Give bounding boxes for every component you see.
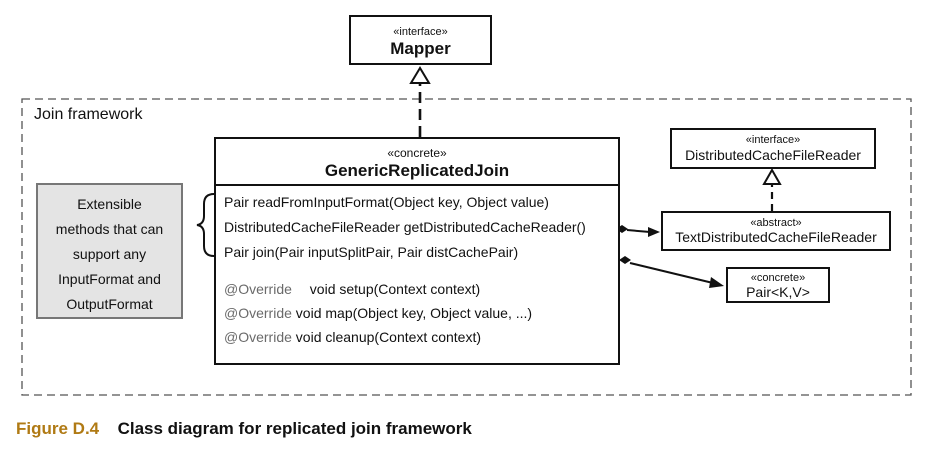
method-join: Pair join(Pair inputSplitPair, Pair dist… xyxy=(224,244,519,260)
override-signature: void cleanup(Context context) xyxy=(295,329,482,345)
override-signature: void map(Object key, Object value, ...) xyxy=(295,305,533,321)
curly-brace xyxy=(196,193,215,257)
generic-replicated-join-box: «concrete» GenericReplicatedJoin Pair re… xyxy=(214,137,620,365)
join-framework-frame xyxy=(21,98,912,396)
composition-diamond-pair xyxy=(619,256,631,264)
note-line: methods that can xyxy=(55,221,164,237)
pair-name: Pair<K,V> xyxy=(746,284,810,300)
composition-line-tdcfr xyxy=(626,229,651,233)
composition-arrowhead-tdcfr xyxy=(648,227,660,237)
tdcfr-name: TextDistributedCacheFileReader xyxy=(675,229,877,245)
override-cleanup: @Override void cleanup(Context context) xyxy=(224,329,481,345)
generic-replicated-join-header: «concrete» GenericReplicatedJoin xyxy=(216,139,618,186)
mapper-name: Mapper xyxy=(390,39,451,58)
generic-join-stereotype: «concrete» xyxy=(387,146,447,160)
override-map: @Override void map(Object key, Object va… xyxy=(224,305,532,321)
override-annotation: @Override xyxy=(224,281,292,297)
composition-arrowhead-pair xyxy=(709,277,724,288)
dcfr-stereotype: «interface» xyxy=(745,134,801,146)
mapper-class-box: «interface» Mapper xyxy=(349,15,492,65)
generic-join-name: GenericReplicatedJoin xyxy=(324,161,510,180)
realization-arrowhead-mapper xyxy=(409,66,431,84)
realization-arrowhead-dcfr xyxy=(762,167,782,185)
figure-title: Class diagram for replicated join framew… xyxy=(117,419,472,438)
extensible-methods-note: Extensible methods that can support any … xyxy=(36,183,183,319)
note-line: support any xyxy=(72,246,147,262)
note-line: Extensible xyxy=(77,196,142,212)
override-signature: void setup(Context context) xyxy=(309,281,481,297)
method-read-from-input-format: Pair readFromInputFormat(Object key, Obj… xyxy=(224,194,549,210)
text-distributed-cache-file-reader-box: «abstract» TextDistributedCacheFileReade… xyxy=(661,211,891,251)
dcfr-name: DistributedCacheFileReader xyxy=(685,147,861,163)
tdcfr-stereotype: «abstract» xyxy=(750,217,802,229)
figure-caption: Figure D.4 Class diagram for replicated … xyxy=(16,419,472,439)
figure-number: Figure D.4 xyxy=(16,419,100,438)
note-line: OutputFormat xyxy=(66,296,153,312)
override-annotation: @Override xyxy=(224,305,292,321)
override-annotation: @Override xyxy=(224,329,292,345)
pair-stereotype: «concrete» xyxy=(750,272,806,284)
frame-label: Join framework xyxy=(34,106,143,123)
distributed-cache-file-reader-box: «interface» DistributedCacheFileReader xyxy=(670,128,876,169)
pair-class-box: «concrete» Pair<K,V> xyxy=(726,267,830,303)
override-setup: @Override void setup(Context context) xyxy=(224,281,480,297)
composition-line-pair xyxy=(629,262,714,284)
note-line: InputFormat and xyxy=(58,271,161,287)
method-get-distributed-cache-reader: DistributedCacheFileReader getDistribute… xyxy=(224,219,586,235)
mapper-stereotype: «interface» xyxy=(393,26,448,38)
